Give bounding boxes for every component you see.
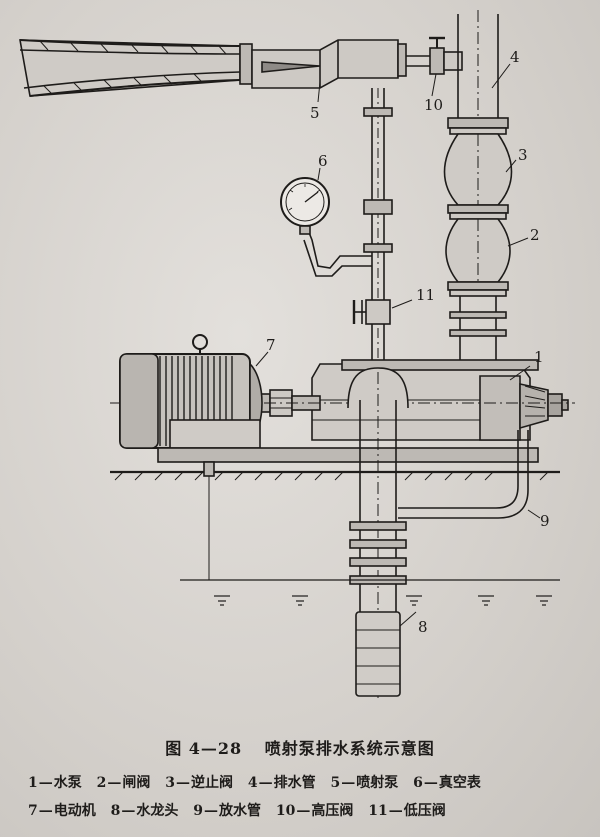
legend-item: 10高压阀: [276, 800, 353, 820]
jet-pump-drainage-diagram: 1 2 3 4 5 6 7 8 9 10 11: [19, 10, 575, 700]
callout-2: 2: [530, 226, 540, 244]
legend-row-1: 1水泵 2闸阀 3逆止阀 4排水管 5喷射泵 6真空表: [28, 772, 588, 792]
electric-motor: [119, 334, 263, 449]
jet-pump: [19, 39, 430, 97]
legend-item: 3逆止阀: [165, 772, 233, 792]
legend-item: 5喷射泵: [331, 772, 399, 792]
figure-caption: 图 4—28 喷射泵排水系统示意图: [0, 735, 600, 759]
legend-item: 4排水管: [248, 772, 316, 792]
callout-10: 10: [424, 96, 443, 114]
legend-row-2: 7电动机 8水龙头 9放水管 10高压阀 11低压阀: [28, 800, 588, 820]
leader-lines: [255, 63, 541, 627]
low-pressure-valve: [352, 299, 391, 360]
callout-3: 3: [518, 146, 528, 164]
water-pump: [311, 359, 569, 441]
figure-title: 喷射泵排水系统示意图: [264, 739, 435, 758]
legend-item: 9放水管: [193, 800, 261, 820]
check-valve: [443, 133, 513, 220]
figure-number: 图 4—28: [165, 739, 243, 758]
base-plate: [110, 447, 560, 580]
water-level: [180, 579, 560, 606]
legend-item: 7电动机: [28, 800, 96, 820]
callout-5: 5: [310, 104, 320, 122]
gate-valve: [445, 218, 511, 360]
discharge-pipe: [447, 10, 509, 135]
legend-item: 8水龙头: [111, 800, 179, 820]
legend-item: 1水泵: [28, 772, 82, 792]
callout-6: 6: [318, 152, 328, 170]
callout-7: 7: [266, 336, 276, 354]
legend-item: 11低压阀: [368, 800, 445, 820]
drain-pipe: [398, 430, 529, 519]
callout-4: 4: [510, 48, 520, 66]
callout-1: 1: [534, 348, 544, 366]
legend-item: 6真空表: [413, 772, 481, 792]
callout-8: 8: [418, 618, 428, 636]
legend-item: 2闸阀: [97, 772, 151, 792]
callout-11: 11: [416, 286, 435, 304]
high-pressure-valve: [429, 36, 463, 75]
suction-pipe: [347, 367, 409, 700]
vacuum-gauge: [280, 177, 330, 235]
callout-9: 9: [540, 512, 550, 530]
